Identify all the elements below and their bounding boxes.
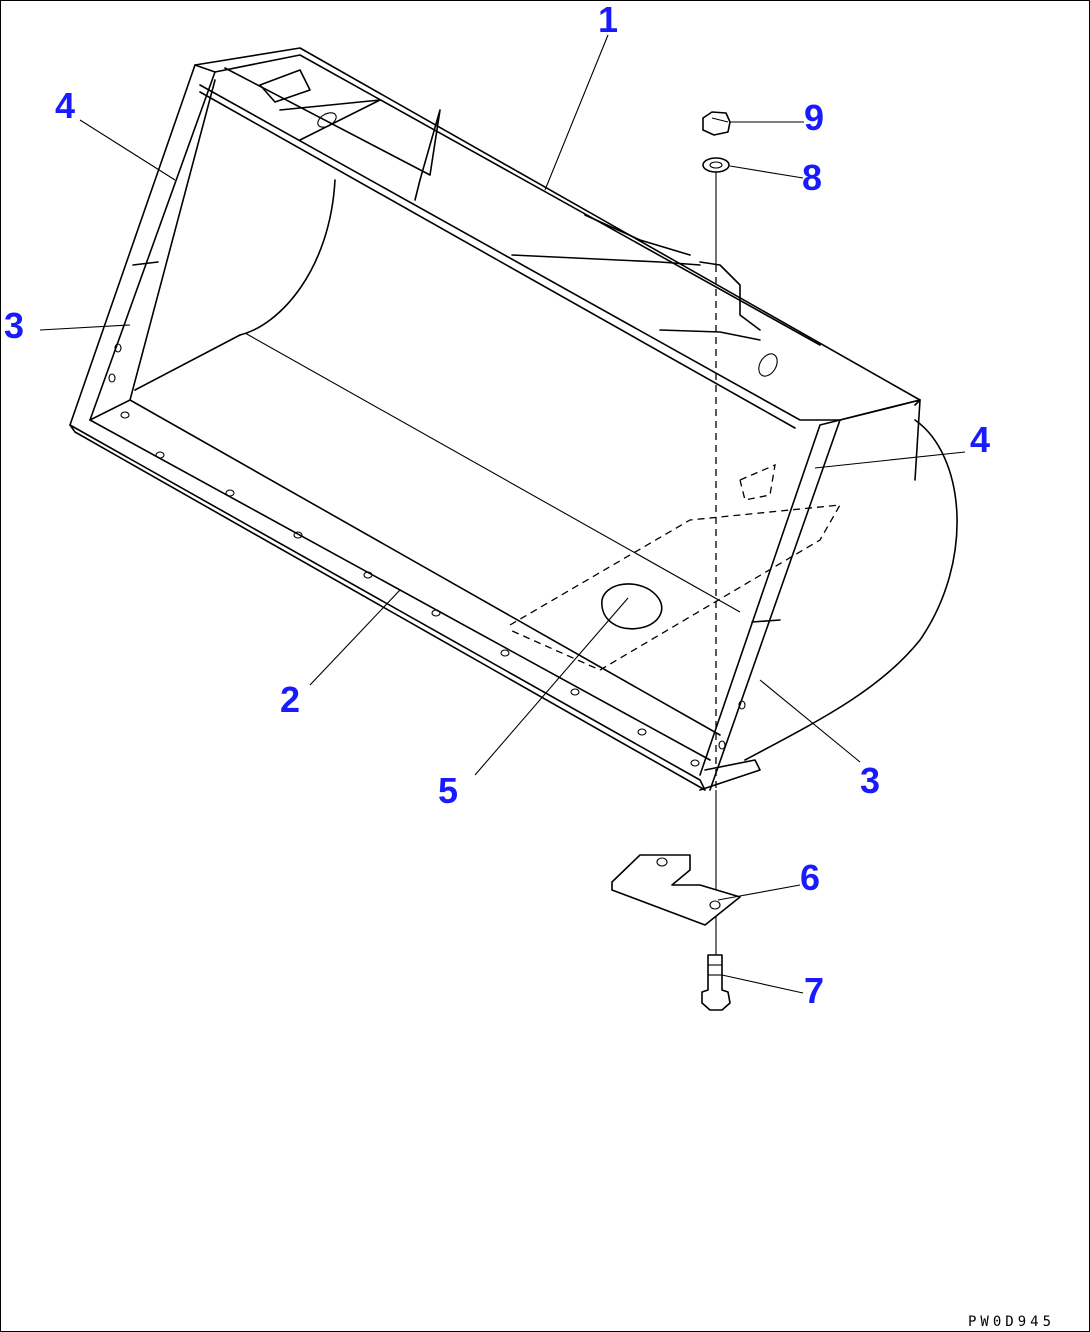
callout-5: 5 xyxy=(438,770,458,811)
callout-7: 7 xyxy=(804,970,824,1011)
drawing-code: PW0D945 xyxy=(968,1314,1055,1330)
plate-part xyxy=(611,854,741,926)
callout-4-right: 4 xyxy=(970,419,990,460)
nut-part xyxy=(702,111,731,136)
callout-3-left: 3 xyxy=(4,305,24,346)
cutting-edge-bolt-holes xyxy=(120,411,700,767)
callout-8: 8 xyxy=(802,157,822,198)
callout-6: 6 xyxy=(800,857,820,898)
callout-9: 9 xyxy=(804,97,824,138)
callout-1: 1 xyxy=(598,0,618,40)
callout-4-left: 4 xyxy=(55,85,75,126)
washer-part xyxy=(702,157,730,173)
callout-3-right: 3 xyxy=(860,760,880,801)
callout-2: 2 xyxy=(280,679,300,720)
callout-labels: 1 2 3 3 4 4 5 6 7 8 9 xyxy=(4,0,990,1011)
bolt-part xyxy=(701,954,731,1011)
bucket-assembly xyxy=(69,47,958,960)
leader-lines xyxy=(39,34,966,994)
